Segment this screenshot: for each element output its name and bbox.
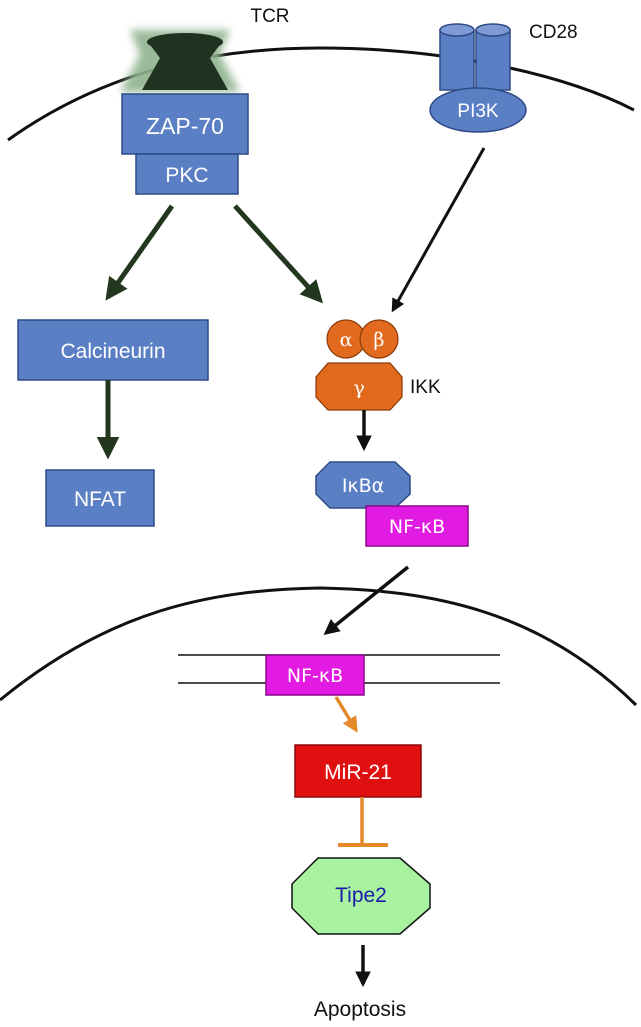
apoptosis-label: Apoptosis [314,998,406,1021]
nfkb-nucleus-label: NF-κB [287,665,343,687]
zap70-box [121,93,249,155]
arrow-pkc-to-ikk [233,204,324,304]
calcineurin-label: Calcineurin [60,340,165,363]
nfat-label: NFAT [74,488,126,511]
arrow-nfkb-translocation [323,565,410,635]
nuclear-membrane [0,586,638,707]
ikba-label: IκBα [342,475,384,497]
arrow-pkc-to-calcineurin [105,204,175,301]
tcr-label: TCR [250,6,289,27]
mir21-label: MiR-21 [324,761,392,784]
pkc-box [135,153,239,195]
tipe2-shape [291,857,431,935]
ikk-gamma-label: γ [353,377,364,399]
zap70-label: ZAP-70 [146,113,224,139]
ikk-gamma-subunit [315,362,403,411]
ikk-beta-subunit [359,319,399,359]
ikk-label: IKK [410,377,441,398]
ikk-alpha-label: α [340,329,353,351]
ikk-beta-label: β [374,329,385,351]
mir21-box [294,744,422,798]
tcr-receptor [120,30,240,92]
arrow-nfkb-to-mir21 [334,696,358,733]
cd28-receptor [439,23,511,91]
cell-membrane [7,46,635,142]
pkc-label: PKC [165,164,208,187]
nfkb-cytoplasm-label: NF-κB [389,516,445,538]
calcineurin-box [17,319,209,381]
pi3k-ellipse [429,87,527,133]
nfat-box [45,469,155,527]
arrow-pi3k-to-ikk [391,147,486,313]
pi3k-label: PI3K [457,101,499,122]
cd28-label: CD28 [529,22,578,43]
tipe2-label: Tipe2 [335,884,387,907]
nfkb-nucleus-box [265,654,365,696]
nfkb-cytoplasm-box [365,505,469,547]
